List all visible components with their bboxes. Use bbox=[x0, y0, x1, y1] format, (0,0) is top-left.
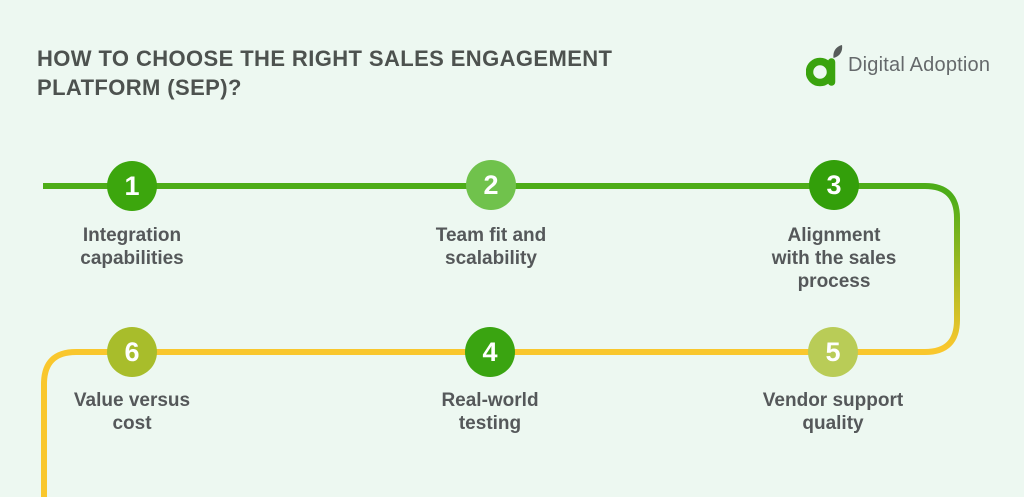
bottom-rail-line bbox=[41, 349, 912, 497]
step-1-circle bbox=[107, 161, 157, 211]
logo-wordmark: Digital Adoption bbox=[848, 54, 991, 76]
step-6-circle bbox=[107, 327, 157, 377]
right-bend-line bbox=[908, 183, 960, 355]
step-1-number: 1 bbox=[124, 171, 140, 201]
page-title: HOW TO CHOOSE THE RIGHT SALES ENGAGEMENT… bbox=[37, 46, 613, 101]
digital-adoption-a-icon bbox=[806, 45, 843, 87]
step-2-label: Team fit and scalability bbox=[435, 225, 547, 270]
step-5-label: Vendor support quality bbox=[762, 390, 904, 435]
leaf-icon bbox=[833, 45, 843, 58]
step-4-circle bbox=[465, 327, 515, 377]
step-4-label: Real-world testing bbox=[441, 390, 539, 435]
step-6-number: 6 bbox=[124, 337, 140, 367]
step-6-label: Value versus cost bbox=[73, 390, 191, 435]
step-4-number: 4 bbox=[482, 337, 498, 367]
step-1-label: Integration capabilities bbox=[80, 225, 184, 270]
digital-adoption-logo: Digital Adoption bbox=[806, 44, 990, 87]
step-5-circle bbox=[808, 327, 858, 377]
step-2-number: 2 bbox=[483, 170, 499, 200]
step-3-circle bbox=[809, 160, 859, 210]
step-5-number: 5 bbox=[825, 337, 841, 367]
step-3-number: 3 bbox=[826, 170, 842, 200]
step-3-label: Alignment with the sales process bbox=[771, 225, 897, 293]
step-2-circle bbox=[466, 160, 516, 210]
